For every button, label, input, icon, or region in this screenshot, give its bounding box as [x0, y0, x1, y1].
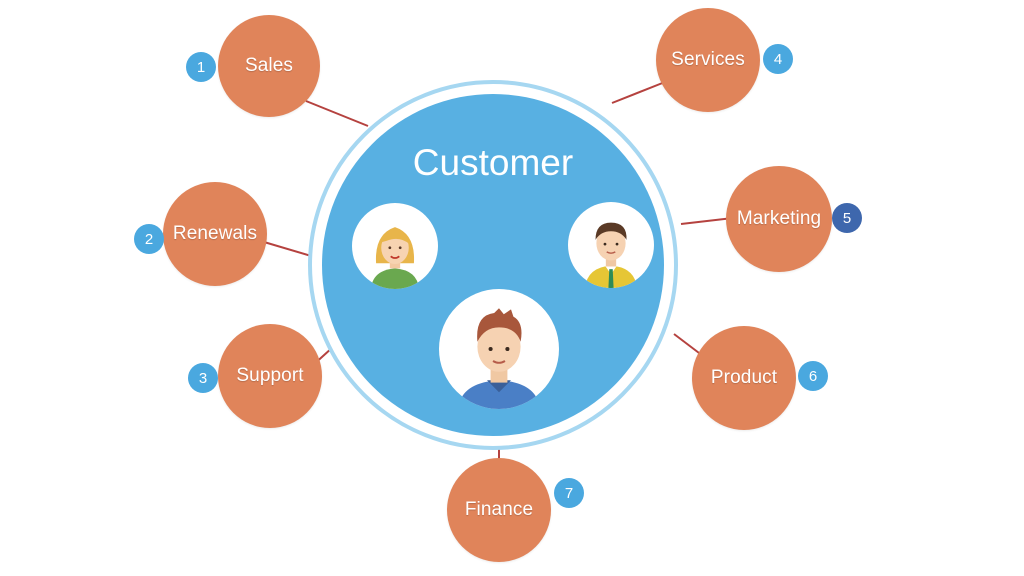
- badge-marketing: 5: [832, 203, 862, 233]
- node-marketing-label: Marketing: [736, 208, 822, 229]
- node-marketing: Marketing: [726, 166, 832, 272]
- connector-services: [611, 81, 666, 104]
- badge-product: 6: [798, 361, 828, 391]
- node-support: Support: [218, 324, 322, 428]
- node-product-label: Product: [710, 367, 778, 388]
- node-finance: Finance: [447, 458, 551, 562]
- badge-sales: 1: [186, 52, 216, 82]
- badge-services: 4: [763, 44, 793, 74]
- badge-finance: 7: [554, 478, 584, 508]
- node-sales-label: Sales: [244, 55, 294, 76]
- node-services: Services: [656, 8, 760, 112]
- node-support-label: Support: [236, 365, 304, 386]
- badge-support: 3: [188, 363, 218, 393]
- node-product: Product: [692, 326, 796, 430]
- woman-avatar-icon: [352, 203, 438, 289]
- node-renewals-label: Renewals: [172, 223, 258, 244]
- badge-renewals: 2: [134, 224, 164, 254]
- connector-marketing: [680, 217, 734, 225]
- man-avatar-icon: [439, 289, 559, 409]
- node-renewals: Renewals: [163, 182, 267, 286]
- connector-sales: [305, 100, 369, 127]
- customer-title: Customer: [412, 142, 574, 183]
- man-avatar-icon: [568, 202, 654, 288]
- node-sales: Sales: [218, 15, 320, 117]
- node-services-label: Services: [671, 49, 745, 70]
- node-finance-label: Finance: [464, 499, 534, 520]
